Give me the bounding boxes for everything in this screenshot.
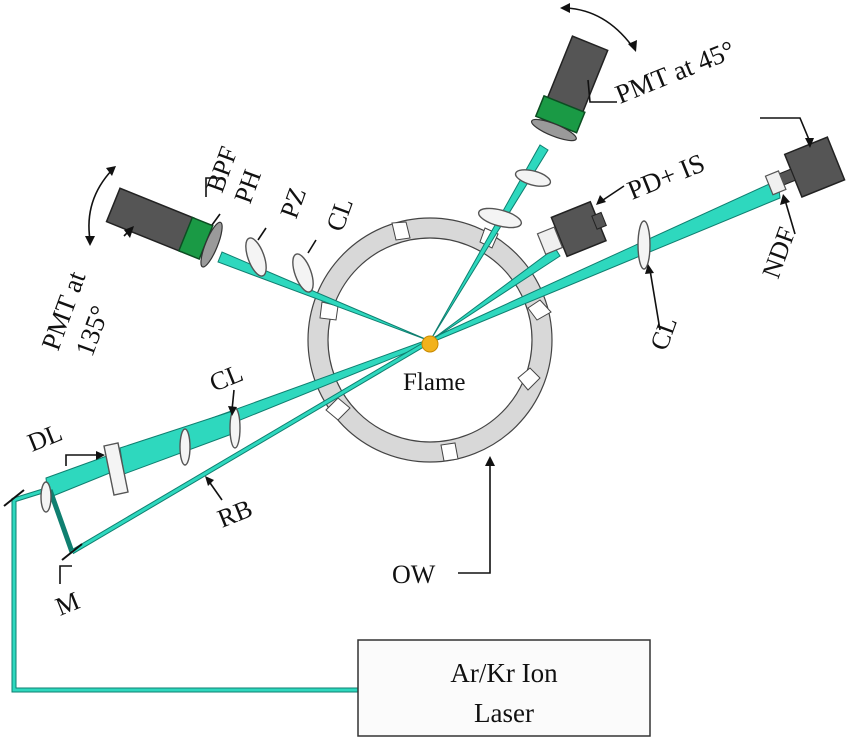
lens-cl-right xyxy=(637,220,651,270)
label-flame: Flame xyxy=(403,369,466,396)
photodiode-center xyxy=(536,200,607,258)
lens-45-1 xyxy=(514,169,552,187)
photodiode-right xyxy=(764,136,846,198)
label-ndf: NDF xyxy=(756,223,801,282)
label-dl: DL xyxy=(23,418,66,458)
label-cl-left: CL xyxy=(205,358,247,397)
lens-45-2 xyxy=(477,207,523,229)
lens-m xyxy=(40,481,52,513)
laser-delivery-beam xyxy=(11,487,358,693)
lens-cl-left-1 xyxy=(179,428,191,466)
laser-label-line1: Ar/Kr Ion xyxy=(450,658,558,688)
divergent-lens xyxy=(103,442,129,496)
collection-beams xyxy=(217,144,549,342)
label-pz: PZ xyxy=(274,184,312,222)
label-pd-is: PD+ IS xyxy=(623,148,709,206)
laser-box xyxy=(357,639,651,737)
pmt-45-assembly xyxy=(530,35,609,142)
flame-dot xyxy=(421,335,439,353)
laser-label-line2: Laser xyxy=(474,698,534,728)
pinhole-135 xyxy=(200,221,223,268)
label-m: M xyxy=(51,586,83,622)
label-ow: OW xyxy=(392,560,436,589)
label-cl-top: CL xyxy=(320,194,359,235)
mirrors xyxy=(3,489,83,561)
pmt-135-body xyxy=(105,187,196,253)
pmt-135-assembly xyxy=(105,187,223,268)
lens-group xyxy=(40,169,651,513)
rotation-arrows xyxy=(85,3,637,246)
lens-cl-top xyxy=(292,253,314,293)
reference-beam xyxy=(47,338,432,555)
label-rb: RB xyxy=(213,494,256,534)
label-cl-right: CL xyxy=(644,313,683,354)
label-pointers xyxy=(59,79,814,584)
pinhole-45 xyxy=(530,118,577,142)
lens-pz xyxy=(245,237,267,277)
